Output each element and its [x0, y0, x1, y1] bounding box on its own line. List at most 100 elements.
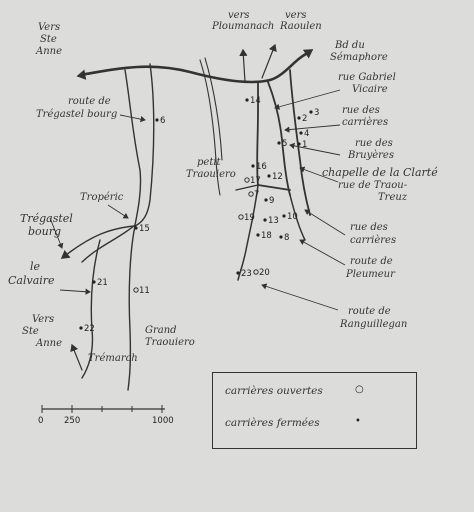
- quarry-17: 17: [244, 176, 261, 186]
- quarry-number: 7: [254, 190, 259, 200]
- quarry-marker-closed: [79, 326, 83, 330]
- quarry-18: 18: [256, 231, 272, 241]
- legend-closed-label: carrières fermées: [225, 417, 320, 429]
- label-vers-ste-anne-top: Vers Ste Anne: [35, 22, 63, 57]
- legend-open-label: carrières ouvertes: [225, 385, 323, 397]
- quarry-23: 23: [236, 269, 252, 279]
- quarry-14: 14: [245, 96, 261, 106]
- scale-tick-1000: 1000: [152, 416, 174, 426]
- label-petit-traouiero: petit Traouiero: [186, 157, 236, 180]
- quarry-marker-closed: [251, 164, 255, 168]
- quarry-marker-closed: [155, 118, 159, 122]
- quarry-15: 15: [134, 224, 150, 234]
- scale-bar: 0 250 1000: [38, 405, 174, 426]
- quarry-number: 18: [261, 231, 272, 241]
- label-rue-des-carrieres-1: rue des carrières: [342, 105, 388, 128]
- label-chapelle-clarte: chapelle de la Clarté: [322, 166, 438, 179]
- quarry-number: 13: [268, 216, 279, 226]
- quarry-marker-open: [248, 191, 254, 197]
- road-pleumeur: [237, 184, 259, 281]
- quarry-number: 14: [250, 96, 261, 106]
- quarry-marker-closed: [134, 226, 138, 230]
- quarry-number: 2: [302, 114, 307, 124]
- main-road: [78, 50, 312, 84]
- quarry-number: 6: [160, 116, 165, 126]
- quarry-number: 10: [287, 212, 298, 222]
- label-route-ranguillegan: route de Ranguillegan: [339, 306, 407, 330]
- label-tremarch: Trémarch: [88, 353, 138, 364]
- quarry-4: 4: [299, 129, 309, 139]
- quarry-6: 6: [155, 116, 165, 126]
- legend-closed-symbol: •: [355, 416, 361, 427]
- quarry-11: 11: [133, 286, 150, 296]
- road-raoulen: [261, 43, 277, 79]
- quarry-number: 23: [241, 269, 252, 279]
- place-labels: vers Ploumanach vers Raoulen Bd du Sémap…: [8, 10, 438, 364]
- road-tregastel: [81, 69, 142, 263]
- label-bd-semaphore: Bd du Sémaphore: [330, 40, 388, 63]
- quarry-number: 3: [314, 108, 319, 118]
- quarry-marker-open: [133, 287, 139, 293]
- road-network: [60, 43, 314, 391]
- quarry-marker-closed: [245, 98, 249, 102]
- label-vers-raoulen: vers Raoulen: [279, 10, 322, 32]
- quarry-number: 4: [304, 129, 309, 139]
- quarry-9: 9: [264, 196, 274, 206]
- quarry-22: 22: [79, 324, 95, 334]
- quarry-number: 20: [259, 268, 270, 278]
- label-le-calvaire: le Calvaire: [8, 260, 55, 287]
- quarry-marker-closed: [299, 131, 303, 135]
- scale-tick-250: 250: [64, 416, 80, 426]
- quarry-number: 19: [244, 213, 255, 223]
- quarry-2: 2: [297, 114, 307, 124]
- label-rue-des-bruyeres: rue des Bruyères: [347, 138, 396, 161]
- legend: carrières ouvertes ○ carrières fermées •: [212, 372, 417, 449]
- label-arrows: [49, 89, 346, 311]
- label-rue-traou-treuz: rue de Traou- Treuz: [338, 180, 410, 203]
- quarry-marker-closed: [236, 271, 240, 275]
- quarry-number: 11: [139, 286, 150, 296]
- quarry-13: 13: [263, 216, 279, 226]
- quarry-number: 5: [282, 139, 287, 149]
- quarry-marker-closed: [263, 218, 267, 222]
- label-rue-gabriel-vicaire: rue Gabriel Vicaire: [338, 72, 399, 95]
- quarry-8: 8: [279, 233, 289, 243]
- quarry-marker-closed: [92, 280, 96, 284]
- label-route-tregastel-bourg: route de Trégastel bourg: [36, 96, 117, 120]
- quarry-21: 21: [92, 278, 108, 288]
- quarry-marker-closed: [279, 235, 283, 239]
- quarry-marker-closed: [309, 110, 313, 114]
- quarry-marker-closed: [267, 174, 271, 178]
- quarry-number: 22: [84, 324, 95, 334]
- quarry-marker-open: [238, 214, 244, 220]
- legend-open-symbol: ○: [355, 384, 364, 395]
- quarry-marker-closed: [256, 233, 260, 237]
- label-vers-ploumanach: vers Ploumanach: [211, 10, 274, 32]
- quarry-5: 5: [277, 139, 287, 149]
- quarry-marker-closed: [297, 142, 301, 146]
- scale-tick-0: 0: [38, 416, 43, 426]
- quarry-3: 3: [309, 108, 319, 118]
- quarry-number: 8: [284, 233, 289, 243]
- label-route-pleumeur: route de Pleumeur: [345, 256, 396, 280]
- label-vers-ste-anne-bottom: Vers Ste Anne: [22, 314, 62, 349]
- label-grand-traouiero: Grand Traouiero: [145, 325, 195, 348]
- quarry-19: 19: [238, 213, 255, 223]
- quarry-marker-closed: [297, 116, 301, 120]
- quarry-marker-open: [253, 269, 259, 275]
- quarry-number: 16: [256, 162, 267, 172]
- road-petit-traouiero: [199, 59, 221, 196]
- road-tremarch: [81, 239, 101, 379]
- road-gabriel-vicaire: [256, 81, 259, 186]
- label-troperic: Tropéric: [80, 192, 124, 203]
- quarry-marker-open: [244, 177, 250, 183]
- quarry-number: 9: [269, 196, 274, 206]
- label-rue-des-carrieres-2: rue des carrières: [350, 222, 396, 246]
- quarry-10: 10: [282, 212, 298, 222]
- label-tregastel-bourg: Trégastel bourg: [20, 212, 76, 238]
- quarry-16: 16: [251, 162, 267, 172]
- quarry-7: 7: [248, 190, 259, 200]
- quarry-number: 15: [139, 224, 150, 234]
